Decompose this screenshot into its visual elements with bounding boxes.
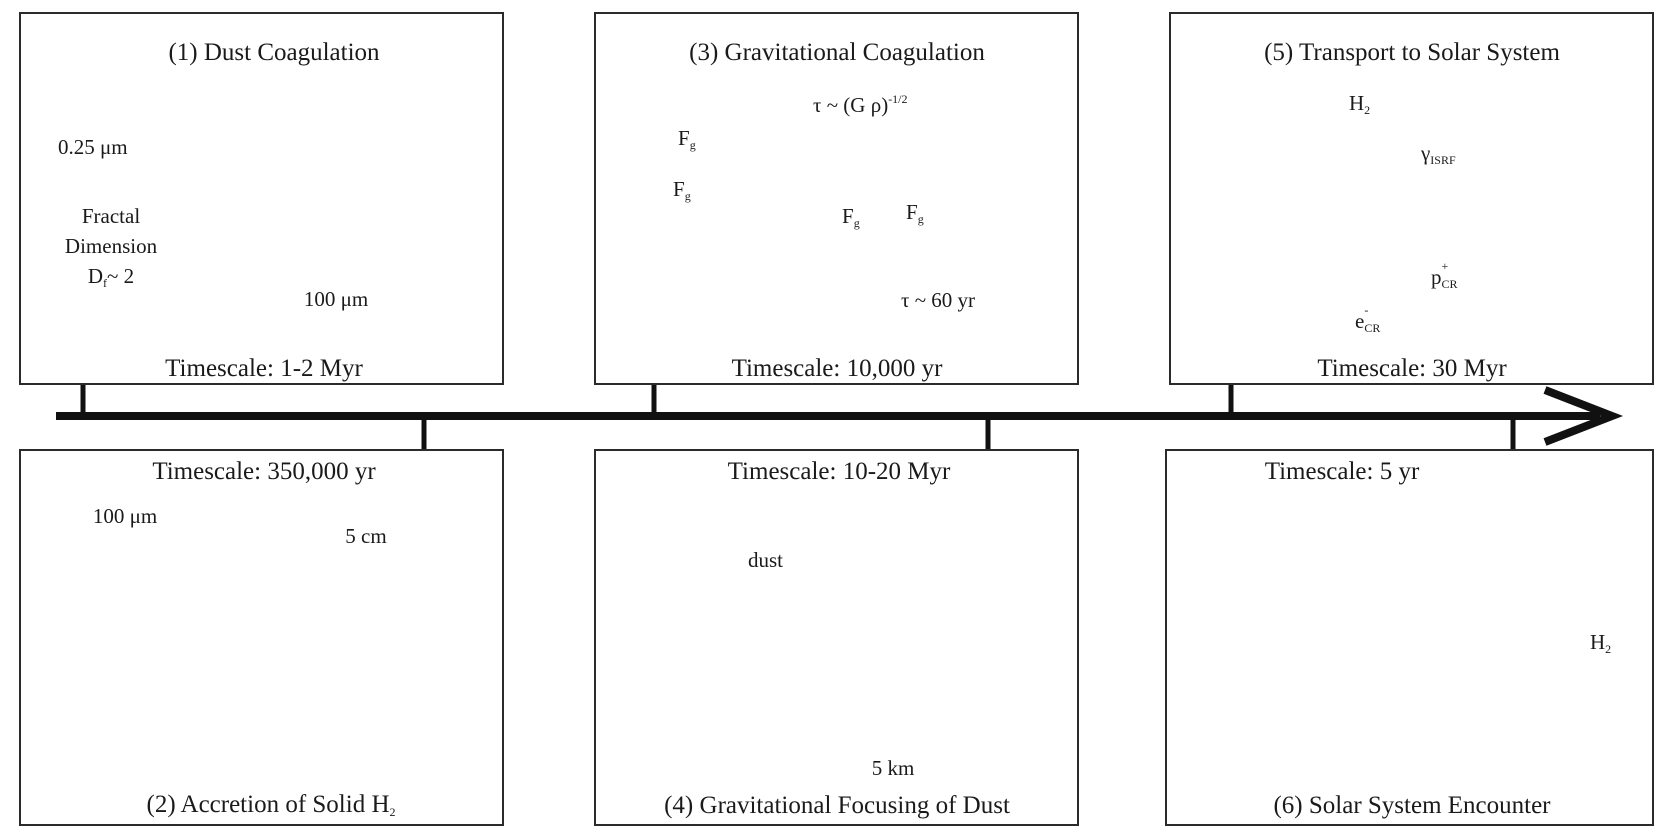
proton-subscript: CR [1441, 277, 1458, 292]
force-symbol: F [906, 200, 918, 224]
panel-5-title: (5) Transport to Solar System [1264, 39, 1560, 66]
aggregate-scale-label: 100 μm [303, 287, 369, 311]
h2-label-p6: H2 [1590, 630, 1612, 656]
free-fall-time-formula: τ ~ (G ρ)-1/2 [813, 93, 908, 116]
panel-4-title: (4) Gravitational Focusing of Dust [664, 792, 1010, 819]
tau-formula-exponent: -1/2 [888, 92, 908, 106]
force-subscript: g [917, 212, 924, 226]
p4-body-scale-label: 5 km [871, 756, 915, 780]
grain-size-label: 0.25 μm [58, 135, 128, 159]
panel-3-timescale: Timescale: 10,000 yr [731, 355, 943, 382]
cosmic-ray-electron-label: e- CR [1355, 304, 1398, 336]
gamma-subscript: ISRF [1430, 153, 1456, 167]
panel-3-title: (3) Gravitational Coagulation [689, 39, 985, 66]
isrf-photon-label: γISRF [1421, 141, 1456, 167]
panel-6: Timescale: 5 yr (6) Solar System Encount… [1165, 449, 1654, 826]
p2-aggregate-scale-label: 100 μm [92, 504, 158, 528]
proton-symbol: p [1431, 265, 1442, 289]
h2-symbol: H [1590, 630, 1606, 654]
force-subscript: g [689, 138, 696, 152]
panel-2: Timescale: 350,000 yr (2) Accretion of S… [19, 449, 504, 826]
panel-3: (3) Gravitational Coagulation Timescale:… [594, 12, 1079, 385]
force-subscript: g [684, 189, 691, 203]
force-symbol: F [678, 126, 690, 150]
panel-5-timescale: Timescale: 30 Myr [1317, 355, 1507, 382]
panel-2-title-text: (2) Accretion of Solid H [146, 791, 390, 818]
df-subscript: f [103, 276, 108, 290]
coagulation-time-label: τ ~ 60 yr [901, 288, 976, 312]
panel-1: (1) Dust Coagulation Timescale: 1-2 Myr [19, 12, 504, 385]
tau-formula-text: τ ~ (G ρ) [813, 93, 889, 117]
force-label-right-body: Fg [906, 200, 924, 226]
panel-5: (5) Transport to Solar System Timescale:… [1169, 12, 1654, 385]
panel-6-title: (6) Solar System Encounter [1273, 792, 1551, 819]
df-symbol: D [87, 264, 104, 288]
panel-4-timescale: Timescale: 10-20 Myr [727, 458, 951, 485]
panel-2-title: (2) Accretion of Solid H2 [146, 792, 395, 818]
electron-subscript: CR [1364, 321, 1381, 336]
fractal-dimension-value: Df~ 2 [87, 264, 135, 290]
force-label-left-body: Fg [842, 204, 860, 230]
proton-superscript: + [1441, 259, 1449, 274]
h2-subscript: 2 [1605, 642, 1612, 656]
dust-label: dust [748, 548, 784, 572]
panel-4: Timescale: 10-20 Myr (4) Gravitational F… [594, 449, 1079, 826]
panel-2-timescale: Timescale: 350,000 yr [152, 458, 376, 485]
panel-1-title: (1) Dust Coagulation [168, 39, 380, 66]
h2-symbol: H [1349, 91, 1365, 115]
p2-body-scale-label: 5 cm [345, 524, 387, 548]
panel-2-title-subscript: 2 [389, 805, 396, 819]
force-symbol: F [673, 177, 685, 201]
force-subscript: g [853, 216, 860, 230]
force-label-bottom: Fg [673, 177, 691, 203]
h2-label-p5: H2 [1349, 91, 1371, 117]
df-value: ~ 2 [107, 264, 135, 288]
gamma-symbol: γ [1421, 141, 1431, 165]
electron-superscript: - [1364, 303, 1369, 318]
electron-symbol: e [1355, 309, 1365, 333]
cosmic-ray-proton-label: p+ CR [1431, 260, 1476, 292]
force-label-top: Fg [678, 126, 696, 152]
h2-subscript: 2 [1364, 103, 1371, 117]
fractal-label-line1: Fractal [81, 204, 141, 228]
panel-6-timescale: Timescale: 5 yr [1264, 458, 1420, 485]
panel-1-timescale: Timescale: 1-2 Myr [165, 355, 363, 382]
fractal-label-line2: Dimension [64, 234, 158, 258]
force-symbol: F [842, 204, 854, 228]
